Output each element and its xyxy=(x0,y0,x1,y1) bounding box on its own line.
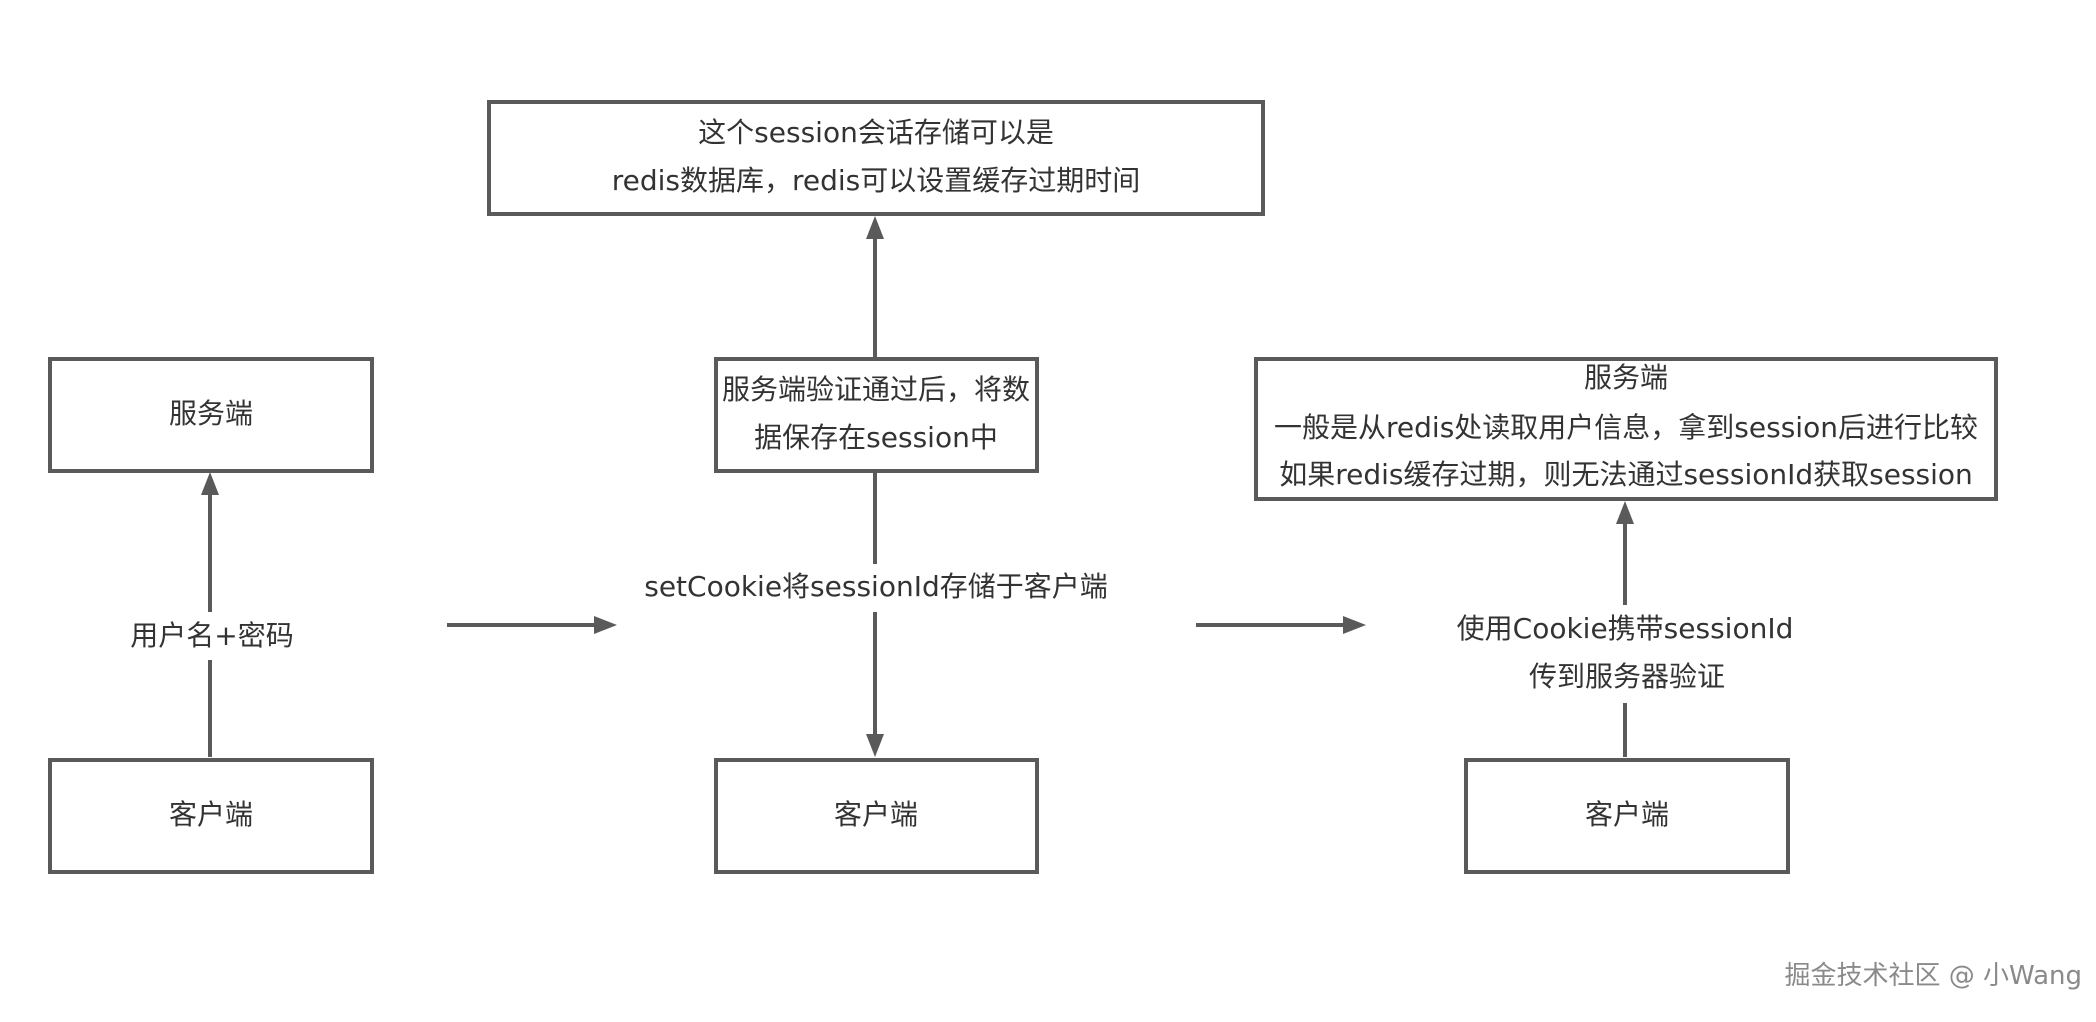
client-box-middle-label: 客户端 xyxy=(834,798,918,831)
client-box-right: 客户端 xyxy=(1464,758,1790,874)
server-verify-box-line2: 据保存在session中 xyxy=(754,421,998,454)
storage-box-line2: redis数据库，redis可以设置缓存过期时间 xyxy=(612,164,1141,197)
client-box-left: 客户端 xyxy=(48,758,374,874)
arrow-head-server-left xyxy=(201,472,219,495)
server-box-right-line3: 如果redis缓存过期，则无法通过sessionId获取session xyxy=(1279,458,1973,491)
label-bg-credentials xyxy=(120,612,300,660)
label-credentials: 用户名+密码 xyxy=(130,619,293,652)
client-box-left-label: 客户端 xyxy=(169,798,253,831)
arrow-head-step2 xyxy=(594,616,617,634)
label-set-cookie: setCookie将sessionId存储于客户端 xyxy=(644,570,1108,603)
server-box-right-line1: 服务端 xyxy=(1584,361,1668,394)
arrow-head-server-right xyxy=(1616,501,1634,524)
client-box-right-label: 客户端 xyxy=(1585,798,1669,831)
storage-box-line1: 这个session会话存储可以是 xyxy=(698,116,1054,149)
client-box-middle: 客户端 xyxy=(714,758,1039,874)
arrow-head-storage xyxy=(866,216,884,239)
storage-box: 这个session会话存储可以是 redis数据库，redis可以设置缓存过期时… xyxy=(487,100,1265,216)
server-box-right-line2: 一般是从redis处读取用户信息，拿到session后进行比较 xyxy=(1274,411,1978,444)
label-bg-cookie-carry xyxy=(1450,605,1800,703)
arrow-head-client-middle xyxy=(866,734,884,757)
label-cookie-carry-line2: 传到服务器验证 xyxy=(1529,660,1725,693)
server-box-left-label: 服务端 xyxy=(169,397,253,430)
server-verify-box: 服务端验证通过后，将数 据保存在session中 xyxy=(714,357,1039,473)
server-box-left: 服务端 xyxy=(48,357,374,473)
label-cookie-carry-line1: 使用Cookie携带sessionId xyxy=(1457,612,1794,645)
server-box-right: 服务端 一般是从redis处读取用户信息，拿到session后进行比较 如果re… xyxy=(1254,357,1998,501)
watermark: 掘金技术社区 @ 小Wang xyxy=(1784,961,2083,991)
server-verify-box-line1: 服务端验证通过后，将数 xyxy=(722,373,1030,406)
arrow-head-step3 xyxy=(1343,616,1366,634)
label-bg-set-cookie xyxy=(640,564,1110,612)
